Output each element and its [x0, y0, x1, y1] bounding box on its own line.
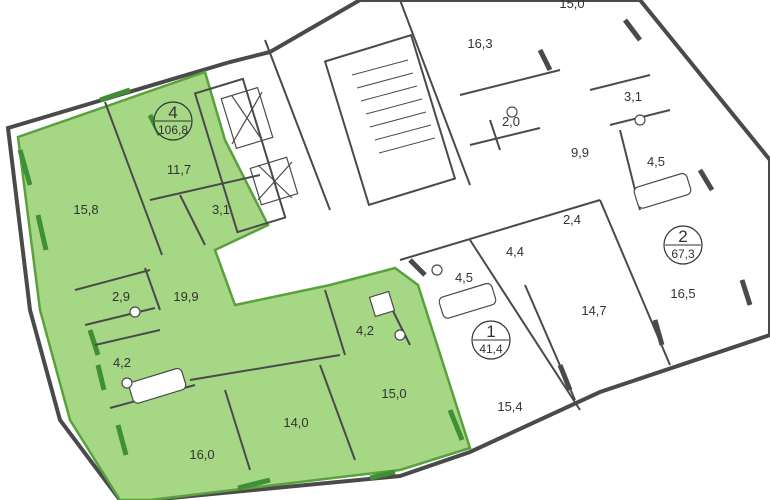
room-area-label: 15,0: [559, 0, 584, 11]
room-area-label: 14,0: [283, 415, 308, 430]
room-area-label: 3,1: [212, 202, 230, 217]
room-area-label: 2,0: [502, 114, 520, 129]
room-area-label: 14,7: [581, 303, 606, 318]
room-area-label: 15,8: [73, 202, 98, 217]
apartment-number: 2: [678, 227, 687, 246]
room-area-label: 16,5: [670, 286, 695, 301]
staircase: [351, 59, 436, 154]
room-area-label: 4,2: [356, 323, 374, 338]
apartment-number: 1: [486, 322, 495, 341]
room-area-label: 9,9: [571, 145, 589, 160]
room-area-label: 2,4: [563, 212, 581, 227]
apartment-number: 4: [168, 103, 177, 122]
room-area-label: 16,0: [189, 447, 214, 462]
room-area-label: 16,3: [467, 36, 492, 51]
room-area-label: 11,7: [167, 162, 191, 177]
room-area-label: 4,5: [455, 270, 473, 285]
room-area-label: 4,2: [113, 355, 131, 370]
apartment-badge-2[interactable]: 2 67,3: [663, 225, 703, 265]
apartment-badge-1[interactable]: 1 41,4: [471, 320, 511, 360]
room-area-label: 15,0: [381, 386, 406, 401]
apartment-total-area: 106,8: [158, 123, 188, 137]
elevators: [220, 86, 299, 206]
room-area-label: 4,4: [506, 244, 524, 259]
room-area-label: 4,5: [647, 154, 665, 169]
room-area-label: 19,9: [173, 289, 198, 304]
apartment-badge-4[interactable]: 4 106,8: [153, 101, 193, 141]
room-area-label: 15,4: [497, 399, 522, 414]
room-labels: 15,8 11,7 3,1 2,9 19,9 4,2 4,2 16,0 14,0…: [73, 0, 695, 462]
apartment-total-area: 41,4: [479, 342, 503, 356]
room-area-label: 3,1: [624, 89, 642, 104]
apartment-total-area: 67,3: [671, 247, 695, 261]
room-area-label: 2,9: [112, 289, 130, 304]
bathroom-fixtures: [121, 106, 692, 404]
